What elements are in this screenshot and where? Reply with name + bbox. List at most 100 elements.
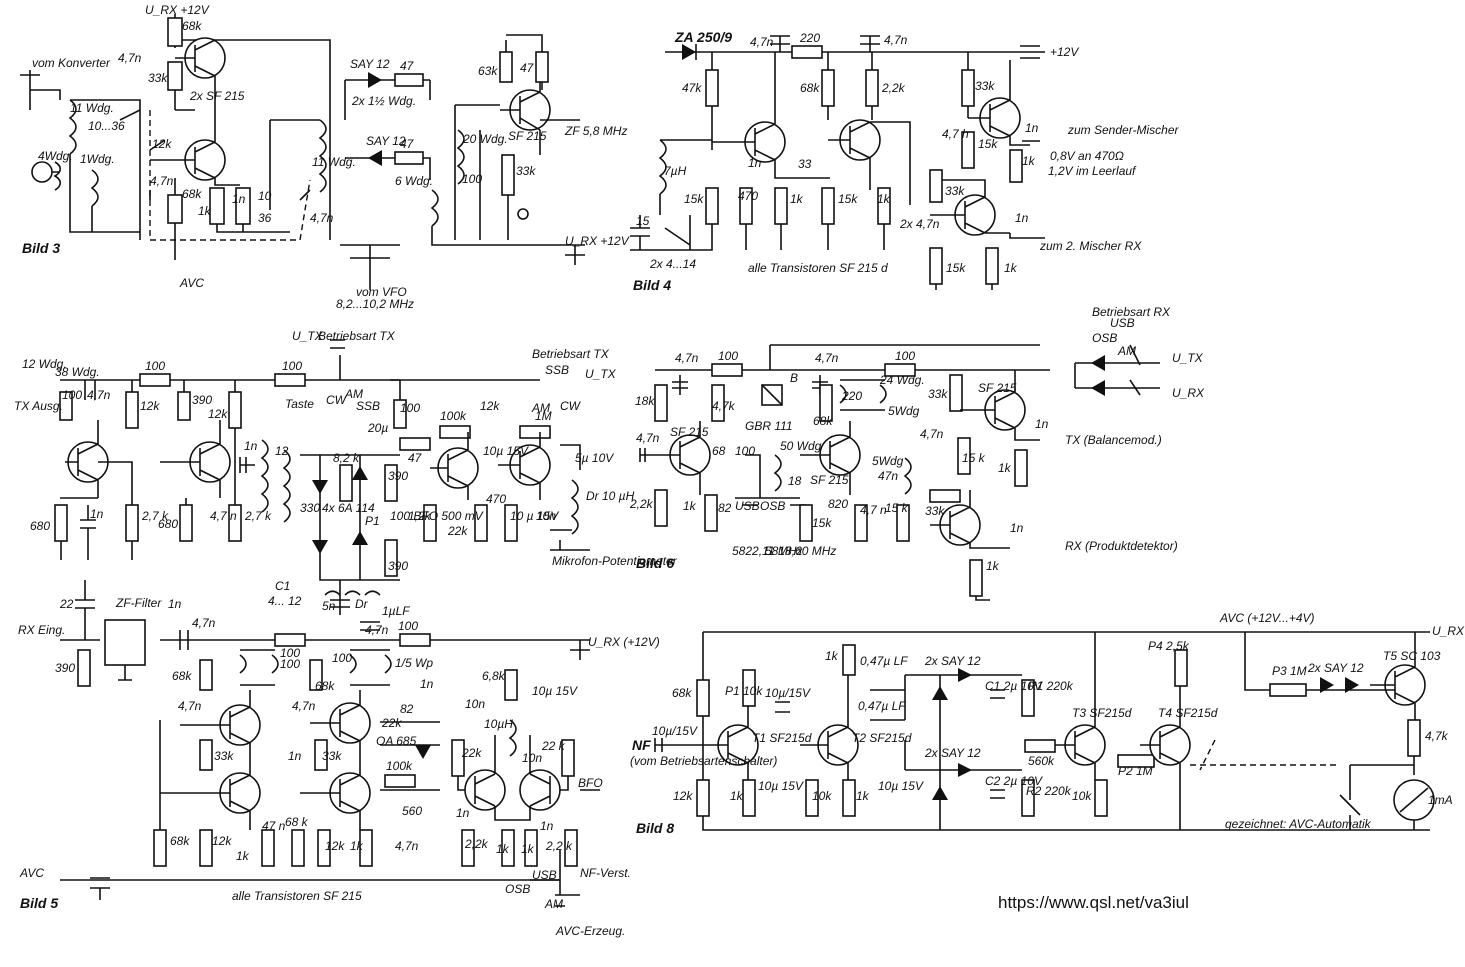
bild8-label: NF bbox=[632, 737, 651, 753]
bild8-label: P3 1M bbox=[1272, 664, 1307, 678]
bild6-label: 50 Wdg bbox=[780, 439, 822, 453]
bild3-label: 68k bbox=[182, 19, 202, 33]
bild5-label: 1n bbox=[288, 749, 302, 763]
bild4-circuit bbox=[630, 35, 1045, 290]
bild5-label: U_TX bbox=[292, 329, 324, 343]
bild5-label: 1n bbox=[90, 507, 104, 521]
bild4-label: 4,7n bbox=[750, 35, 774, 49]
bild3-label: U_RX +12V bbox=[565, 234, 630, 248]
bild8-label: 1k bbox=[825, 649, 839, 663]
bild5-label: CW bbox=[326, 393, 348, 407]
bild5-label: OSB bbox=[505, 882, 530, 896]
bild6-label: 820 bbox=[828, 497, 848, 511]
bild5-label: AM bbox=[544, 897, 563, 911]
bild8-label: 10µ/15V bbox=[652, 724, 698, 738]
bild8-label: 2x SAY 12 bbox=[924, 654, 981, 668]
bild8-label: 10µ 15V bbox=[878, 779, 924, 793]
bild5-label: 6,8k bbox=[482, 669, 506, 683]
bild8-label: gezeichnet: AVC-Automatik bbox=[1225, 817, 1372, 831]
bild4-label: 15k bbox=[684, 192, 704, 206]
bild6-label: 47n bbox=[878, 469, 898, 483]
bild8-label: T1 SF215d bbox=[752, 731, 812, 745]
bild5-label: 4,7n bbox=[365, 623, 389, 637]
bild5-label: 100 bbox=[332, 651, 352, 665]
bild5-label: 100 bbox=[400, 401, 420, 415]
bild5-label: 38 Wdg. bbox=[55, 365, 100, 379]
bild6-label: USB bbox=[735, 499, 760, 513]
bild5-label: ZF-Filter bbox=[115, 596, 162, 610]
bild5-label: NF-Verst. bbox=[580, 866, 631, 880]
bild3-label: ZF 5,8 MHz bbox=[564, 124, 627, 138]
bild3-label: 10 bbox=[258, 189, 272, 203]
bild3-label: 11 Wdg. bbox=[312, 155, 356, 169]
bild6-label: 18 bbox=[788, 474, 802, 488]
bild3-label: 63k bbox=[478, 64, 498, 78]
bild5-label: 33k bbox=[214, 749, 234, 763]
bild6-label: 33k bbox=[925, 504, 945, 518]
bild6-label: 82 bbox=[718, 501, 732, 515]
bild6-label: 24 Wdg. bbox=[879, 373, 925, 387]
bild8-label: 10µ/15V bbox=[765, 686, 811, 700]
bild6-label: 33k bbox=[928, 387, 948, 401]
bild4-label: 15 bbox=[636, 214, 650, 228]
bild5-label: 680 bbox=[158, 517, 178, 531]
bild3-label: 47 bbox=[520, 61, 535, 75]
bild8-label: T3 SF215d bbox=[1072, 706, 1132, 720]
bild5-label: 12k bbox=[212, 834, 232, 848]
bild5-circuit bbox=[54, 339, 600, 907]
bild3-label: 33k bbox=[148, 71, 168, 85]
bild6-label: SF 215 bbox=[810, 473, 849, 487]
bild6-label: 68 bbox=[712, 444, 726, 458]
bild4-label: 2x 4,7n bbox=[899, 217, 940, 231]
bild6-label: 15 k bbox=[885, 501, 909, 515]
bild4-label: 1k bbox=[877, 192, 891, 206]
bild8-label: 560k bbox=[1028, 754, 1055, 768]
bild5-label: 1/5 Wp bbox=[395, 656, 433, 670]
bild5-label: U_TX bbox=[585, 367, 617, 381]
bild5-label: 1µLF bbox=[382, 604, 410, 618]
bild3-caption: Bild 3 bbox=[22, 240, 60, 256]
bild4-label: +12V bbox=[1050, 45, 1079, 59]
bild5-label: 12 Wdg. bbox=[22, 357, 67, 371]
bild5-label: 390 bbox=[55, 661, 75, 675]
bild5-label: 4x 6A 114 bbox=[322, 501, 375, 515]
bild3-label: AVC bbox=[179, 276, 204, 290]
bild5-label: CW bbox=[560, 399, 582, 413]
bild3-label: 33k bbox=[516, 164, 536, 178]
bild3-label: 100 bbox=[462, 172, 482, 186]
bild3-label: 6 Wdg. bbox=[395, 174, 433, 188]
bild5-label: Taste bbox=[285, 397, 314, 411]
bild6-label: 15k bbox=[812, 516, 832, 530]
bild5-label: 12k bbox=[140, 399, 160, 413]
bild5-label: 4,7n bbox=[395, 839, 419, 853]
bild4-label: alle Transistoren SF 215 d bbox=[748, 261, 888, 275]
bild5-label: 47 n bbox=[262, 819, 286, 833]
bild5-label: 390 bbox=[388, 559, 408, 573]
bild6-label: TX (Balancemod.) bbox=[1065, 433, 1162, 447]
bild5-label: AVC bbox=[19, 866, 44, 880]
bild3-label: 1n bbox=[232, 192, 246, 206]
bild3-label: 2x 1½ Wdg. bbox=[351, 94, 416, 108]
bild4-label: 1n bbox=[748, 156, 762, 170]
bild5-label: 12k bbox=[325, 839, 345, 853]
bild4-label: 1n bbox=[1025, 121, 1039, 135]
bild5-label: 10n bbox=[522, 751, 542, 765]
bild6-label: 100 bbox=[718, 349, 738, 363]
bild4-label: ZA 250/9 bbox=[674, 29, 732, 45]
bild5-label: 100 bbox=[280, 646, 300, 660]
bild8-label: C2 2µ 10V bbox=[985, 774, 1043, 788]
bild4-label: 33 bbox=[798, 157, 812, 171]
bild5-label: 100 bbox=[398, 619, 418, 633]
bild8-label: 1k bbox=[856, 789, 870, 803]
bild8-label: U_RX +12V bbox=[1432, 624, 1465, 638]
bild4-caption: Bild 4 bbox=[633, 277, 671, 293]
bild8-label: (vom Betriebsartenschalter) bbox=[630, 754, 777, 768]
bild5-label: 1M bbox=[535, 409, 552, 423]
bild6-label: 5818,60 MHz bbox=[765, 544, 836, 558]
bild3-label: 4,7n bbox=[150, 174, 174, 188]
bild5-label: 2,7 k bbox=[141, 509, 169, 523]
bild8-label: AVC (+12V...+4V) bbox=[1219, 611, 1315, 625]
bild6-caption: Bild 6 bbox=[636, 555, 674, 571]
bild5-label: 1n bbox=[168, 597, 182, 611]
bild3-label: 36 bbox=[258, 211, 272, 225]
